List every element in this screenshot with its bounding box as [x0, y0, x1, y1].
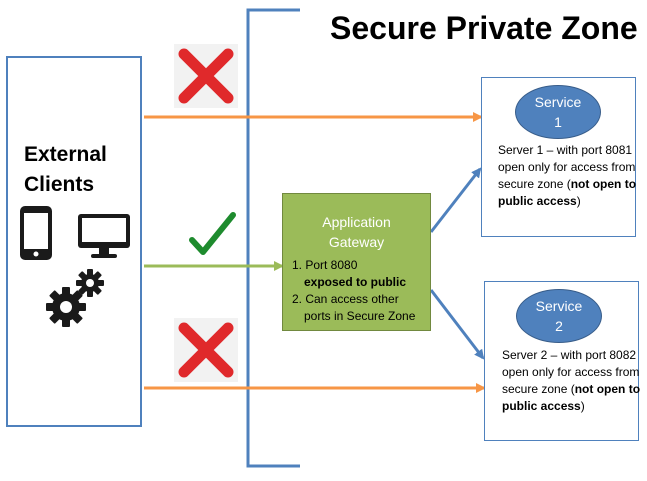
cross-icon — [174, 44, 238, 108]
server-1-desc-text: Server 1 – with port 8081 open only for … — [498, 143, 636, 191]
gateway-item-1: 1. Port 8080 exposed to public — [292, 257, 428, 291]
server-2-desc-end: ) — [580, 399, 585, 413]
gateway-to-service1-arrow — [429, 167, 482, 233]
server-1-box — [481, 77, 636, 237]
gateway-item-2: 2. Can access other ports in Secure Zone — [292, 291, 428, 325]
clients-label-line1: External — [24, 143, 107, 166]
gateway-title-line1: Application — [322, 214, 391, 230]
clients-label-line2: Clients — [24, 173, 95, 196]
service-2-name-line1: Service — [535, 298, 583, 314]
server-1-desc-bold: not open to public — [498, 177, 637, 208]
server-1-desc-end: ) — [576, 194, 581, 208]
server-2-desc-text: Server 2 – with port 8082 open only for … — [502, 348, 640, 396]
application-gateway-title: Application Gateway — [282, 212, 431, 252]
mobile-phone-icon — [20, 206, 52, 260]
server-2-description: Server 2 – with port 8082 open only for … — [502, 347, 642, 415]
desktop-monitor-icon — [78, 214, 130, 258]
diagram-title: Secure Private Zone — [330, 10, 638, 46]
server-1-description: Server 1 – with port 8081 open only for … — [498, 142, 638, 210]
gateway-to-service2-arrow — [429, 289, 485, 360]
gateway-item-1-bold: exposed to public — [304, 275, 407, 289]
application-gateway-list: 1. Port 8080 exposed to public 2. Can ac… — [292, 257, 428, 325]
service-1-name-line2: 1 — [554, 114, 562, 130]
service-2-name-line2: 2 — [555, 318, 563, 334]
gateway-item-2-line2: ports in Secure Zone — [304, 309, 416, 323]
gateway-item-2-line1: 2. Can access other — [292, 292, 399, 306]
gateway-item-1-text: 1. Port 8080 — [292, 258, 358, 272]
external-clients-label: External Clients — [24, 140, 107, 200]
service-2-ellipse: Service 2 — [516, 289, 602, 343]
cross-icon — [174, 318, 238, 382]
server-2-desc-bold: not open to public — [502, 382, 641, 413]
server-1-desc-bold-2: access — [533, 194, 577, 208]
gears-icon — [46, 269, 104, 327]
application-gateway-box — [282, 193, 431, 331]
service-1-ellipse: Service 1 — [515, 85, 601, 139]
check-icon — [189, 212, 236, 255]
server-2-desc-bold-2: access — [537, 399, 581, 413]
service-1-name-line1: Service — [534, 94, 582, 110]
secure-zone-boundary — [246, 8, 300, 468]
gateway-title-line2: Gateway — [328, 234, 385, 250]
